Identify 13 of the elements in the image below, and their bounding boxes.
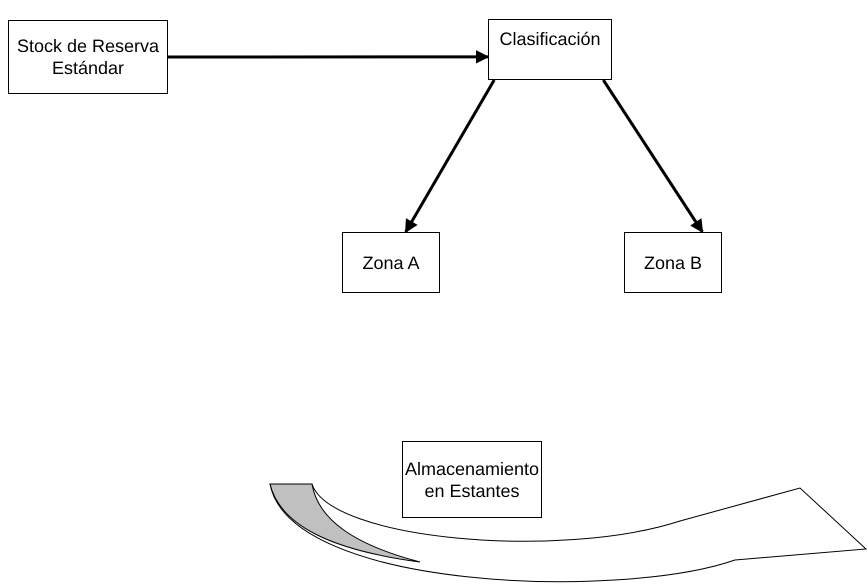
box-label: Zona A [362, 252, 420, 274]
box-label: Zona B [644, 252, 702, 274]
box-label: Clasificación [499, 28, 601, 50]
arrow [168, 50, 490, 64]
box-label: Almacenamiento en Estantes [404, 458, 540, 502]
arrow [404, 79, 496, 234]
process-box [342, 232, 440, 293]
process-box [488, 19, 612, 80]
process-box [8, 20, 168, 94]
box-label: Stock de Reserva Estándar [16, 35, 160, 79]
arrow [602, 79, 704, 234]
process-box [402, 441, 542, 518]
process-box [624, 232, 722, 293]
